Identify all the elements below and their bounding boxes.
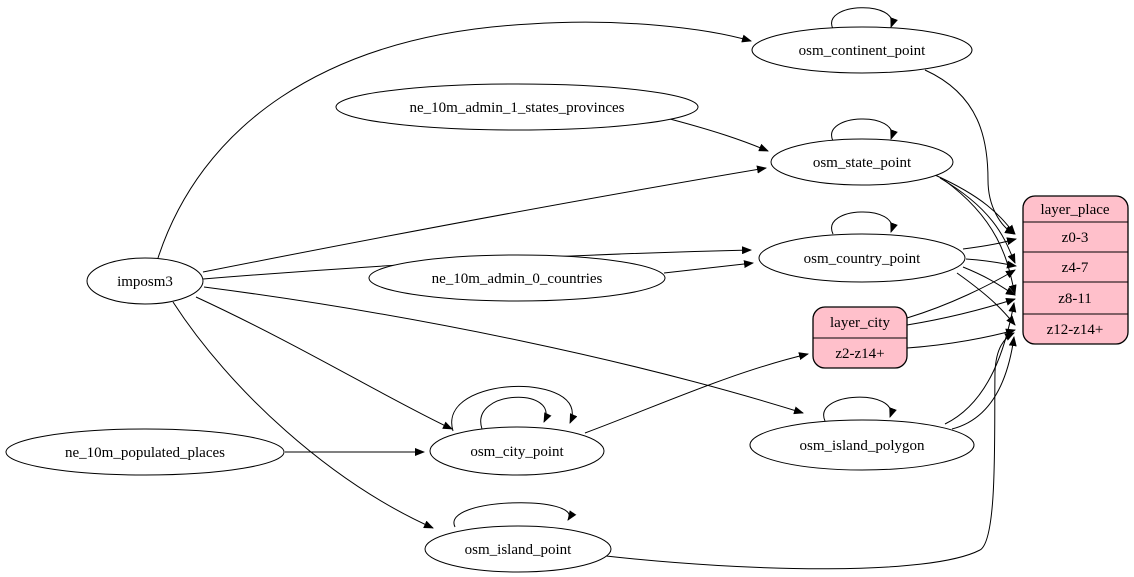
- osm-island-polygon-shape: [749, 419, 975, 471]
- edge-osm-island-polygon-layer-place-z8-11: [944, 302, 1017, 425]
- osm-island-point-shape: [424, 525, 612, 573]
- node-osm-country-point: osm_country_point: [758, 233, 966, 283]
- edge-osm-continent-point-layer-place-z0-3: [924, 69, 1015, 235]
- node-osm-state-point: osm_state_point: [770, 138, 954, 186]
- layer-place-row-z0-3: z0-3: [1062, 230, 1089, 246]
- self-loop-osm-island-point: [453, 502, 577, 528]
- self-loop-osm-city-point-inner: [480, 396, 552, 430]
- edge-osm-country-point-layer-place-z4-7: [965, 258, 1017, 269]
- edge-imposm3-osm-island-point: [172, 301, 434, 529]
- edge-imposm3-osm-state-point: [202, 165, 767, 273]
- node-ne-10m-admin-0-countries: ne_10m_admin_0_countries: [368, 254, 666, 302]
- edge-ne-10m-admin-0-osm-country-point: [663, 260, 754, 274]
- osm-island-point-label: osm_island_point: [465, 542, 573, 558]
- osm-island-polygon-label: osm_island_polygon: [799, 438, 925, 454]
- edge-layer-city-layer-place-z4-7: [906, 269, 1016, 319]
- edge-osm-state-point-layer-place-z4-7: [939, 177, 1016, 264]
- self-loop-osm-country-point: [831, 211, 898, 235]
- node-layer-place: layer_place z0-3 z4-7 z8-11 z12-z14+: [1022, 195, 1129, 345]
- ne-10m-populated-places-label: ne_10m_populated_places: [65, 445, 225, 461]
- layer-city-title: layer_city: [830, 315, 890, 331]
- node-osm-continent-point: osm_continent_point: [751, 26, 973, 74]
- ne-10m-populated-places-shape: [5, 428, 285, 476]
- node-ne-10m-admin-1-states-provinces: ne_10m_admin_1_states_provinces: [335, 83, 699, 131]
- ne-10m-admin-0-shape: [368, 254, 666, 302]
- edge-imposm3-osm-island-polygon: [203, 286, 804, 415]
- node-imposm3: imposm3: [86, 257, 204, 305]
- layer-city-row-z2: z2-z14+: [835, 346, 884, 362]
- layer-place-box: [1022, 195, 1129, 345]
- self-loop-osm-island-polygon: [823, 396, 897, 422]
- node-layer-city: layer_city z2-z14+: [812, 306, 908, 369]
- self-loop-osm-continent-point: [831, 7, 898, 30]
- edge-osm-country-point-layer-place-z8-11: [962, 266, 1016, 296]
- edge-osm-state-point-layer-place-z8-11: [943, 179, 1017, 295]
- ne-10m-admin-1-label: ne_10m_admin_1_states_provinces: [410, 100, 625, 116]
- layer-place-row-z8-11: z8-11: [1058, 291, 1092, 307]
- osm-country-point-shape: [758, 233, 966, 283]
- edge-osm-island-polygon-layer-place-z12: [951, 336, 1017, 430]
- layer-place-row-z12: z12-z14+: [1047, 322, 1104, 338]
- layer-place-title: layer_place: [1040, 202, 1109, 218]
- ne-10m-admin-1-shape: [335, 83, 699, 131]
- ne-10m-admin-0-label: ne_10m_admin_0_countries: [432, 271, 603, 287]
- imposm3-shape: [86, 257, 204, 305]
- osm-city-point-shape: [429, 426, 605, 476]
- osm-continent-point-label: osm_continent_point: [799, 43, 926, 59]
- edge-ne-10m-admin-1-osm-state-point: [669, 118, 769, 152]
- node-ne-10m-populated-places: ne_10m_populated_places: [5, 428, 285, 476]
- edge-osm-country-point-layer-place-z0-3: [962, 237, 1017, 250]
- osm-continent-point-shape: [751, 26, 973, 74]
- edge-osm-city-point-layer-city-z2: [584, 352, 809, 434]
- osm-city-point-label: osm_city_point: [470, 444, 564, 460]
- layer-place-row-z4-7: z4-7: [1062, 260, 1089, 276]
- edge-layer-city-layer-place-z8-11: [906, 297, 1016, 326]
- edge-layer-city-layer-place-z12: [906, 328, 1016, 349]
- edge-imposm3-osm-continent-point: [157, 21, 752, 259]
- self-loop-osm-state-point: [831, 118, 898, 142]
- edge-osm-island-point-layer-place-z12: [605, 332, 1015, 570]
- edge-imposm3-osm-city-point: [195, 296, 453, 430]
- node-osm-city-point: osm_city_point: [429, 426, 605, 476]
- osm-country-point-label: osm_country_point: [804, 251, 921, 267]
- osm-state-point-shape: [770, 138, 954, 186]
- edges-layer: [157, 7, 1017, 570]
- self-loop-osm-city-point-outer: [451, 385, 578, 432]
- osm-state-point-label: osm_state_point: [813, 155, 912, 171]
- node-osm-island-polygon: osm_island_polygon: [749, 419, 975, 471]
- node-osm-island-point: osm_island_point: [424, 525, 612, 573]
- edge-osm-country-point-layer-place-z12: [956, 272, 1016, 326]
- imposm3-label: imposm3: [117, 274, 173, 290]
